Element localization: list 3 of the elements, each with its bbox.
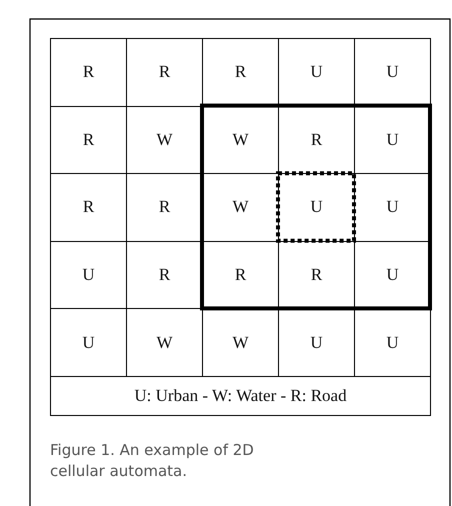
grid-cell: R <box>50 38 127 107</box>
figure-caption: Figure 1. An example of 2D cellular automata. <box>50 440 255 482</box>
legend-row: U: Urban - W: Water - R: Road <box>50 376 431 416</box>
